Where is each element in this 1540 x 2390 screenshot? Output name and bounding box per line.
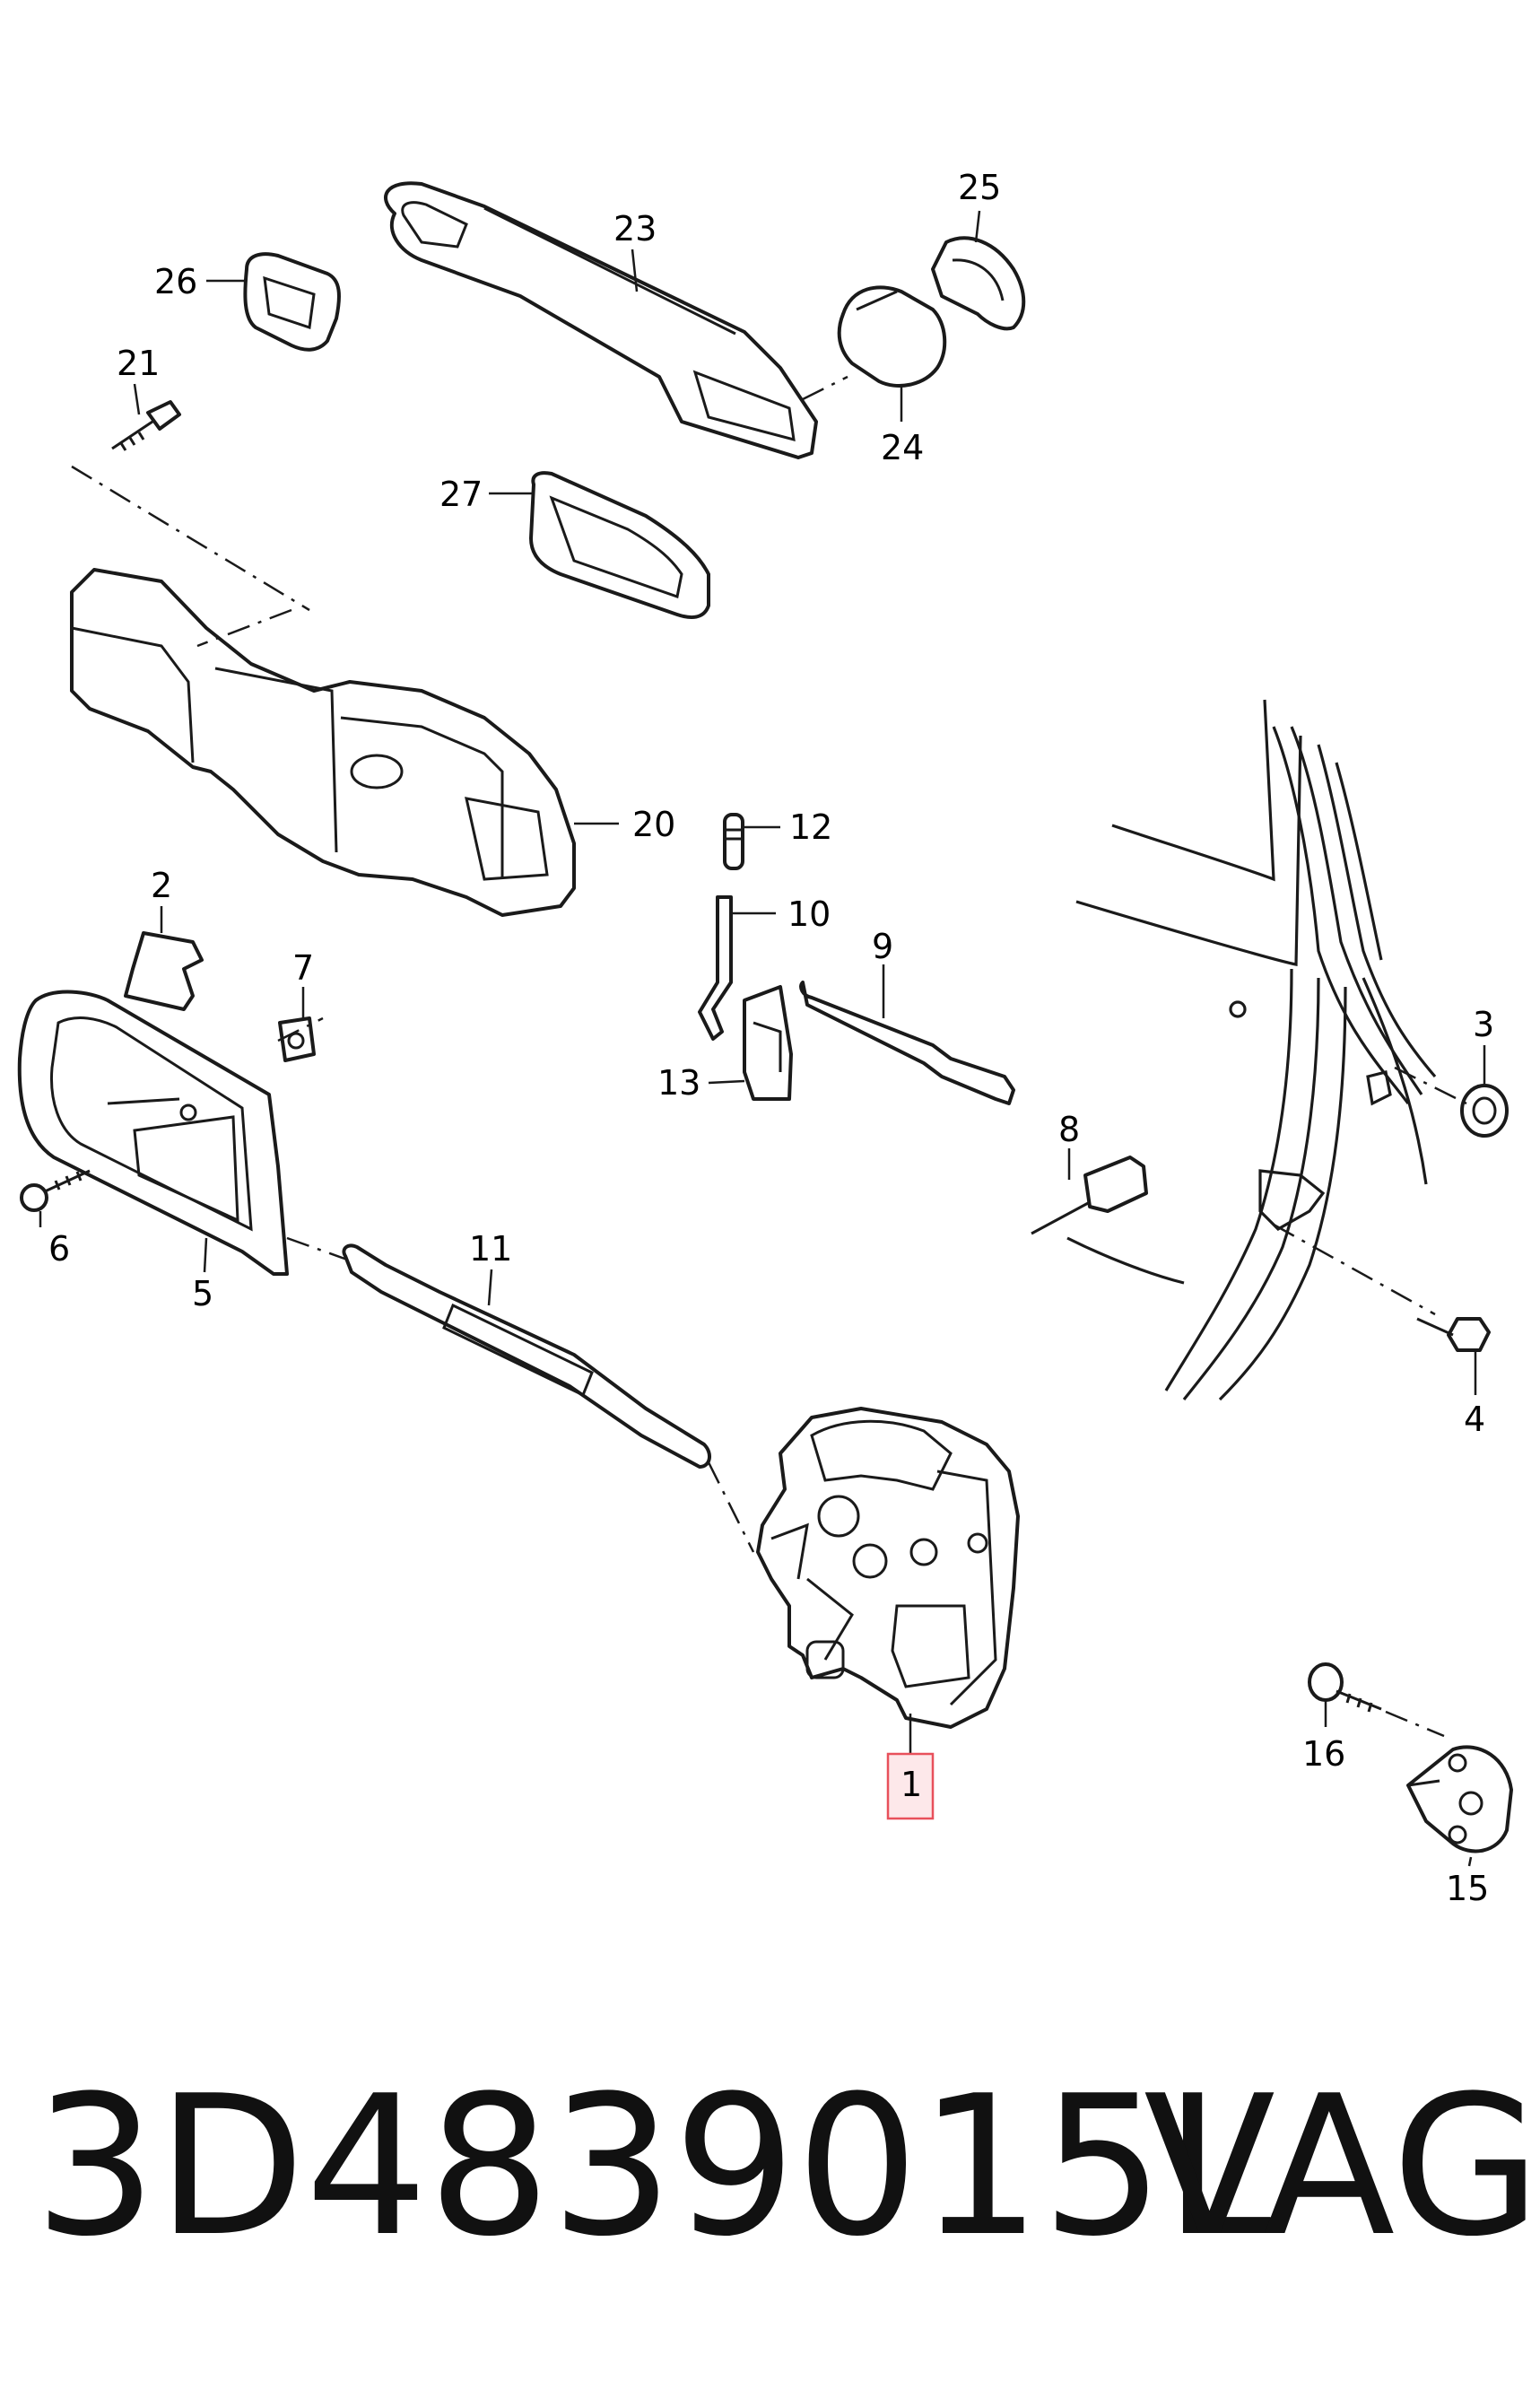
callout-8: 8 — [1058, 1110, 1080, 1149]
callout-11: 12 — [789, 807, 832, 847]
callout-2: 2 — [151, 866, 172, 905]
part-10-rod — [698, 895, 733, 1041]
part-2-clip — [124, 931, 204, 1011]
callout-3: 3 — [1473, 1005, 1494, 1044]
callout-1: 1 — [901, 1765, 922, 1804]
callout-24: 24 — [881, 428, 924, 467]
assembly-line-24 — [802, 375, 848, 401]
part-13-cable — [342, 1243, 711, 1469]
assembly-line-13 — [707, 1461, 755, 1553]
assembly-line-5 — [286, 1236, 351, 1262]
leader-15 — [1467, 1856, 1473, 1867]
callout-7: 7 — [292, 948, 314, 988]
assembly-line-7 — [277, 1016, 324, 1042]
part-15-striker — [1406, 1745, 1513, 1854]
part-12-lever — [743, 985, 793, 1101]
part-23-door-handle — [384, 181, 818, 459]
part-1-door-lock — [756, 1407, 1020, 1729]
part-25-cap-seal — [931, 236, 1026, 331]
leader-21 — [133, 383, 141, 415]
part-5-inner-handle — [17, 990, 289, 1276]
callout-6: 6 — [48, 1229, 70, 1269]
part-24-cap — [837, 285, 947, 388]
part-3-nut — [1460, 1084, 1509, 1138]
highlight-box-1 — [886, 1752, 935, 1820]
callout-27: 27 — [439, 475, 483, 514]
callout-21: 21 — [117, 344, 160, 383]
assembly-line-21 — [71, 465, 310, 612]
callout-5: 5 — [192, 1274, 213, 1313]
part-27-gasket — [529, 471, 710, 619]
part-9-rod — [799, 981, 1015, 1105]
part-26-gasket — [243, 252, 341, 352]
leader-5 — [203, 1237, 208, 1273]
callout-16: 16 — [1302, 1734, 1345, 1774]
leader-25 — [974, 210, 981, 243]
assembly-line-16 — [1385, 1710, 1445, 1738]
callout-4: 4 — [1464, 1400, 1485, 1439]
callout-23: 23 — [613, 209, 657, 249]
callout-25: 25 — [958, 168, 1001, 207]
assembly-line-4 — [1273, 1223, 1436, 1316]
callout-13: 11 — [469, 1229, 512, 1269]
part-8-switch — [1031, 1156, 1148, 1235]
part-7-nut — [278, 1016, 316, 1062]
part-4-screw — [1416, 1317, 1491, 1352]
leader-13 — [487, 1269, 493, 1306]
part-number-label: 3D4839015L — [34, 2054, 1272, 2279]
part-16-screw — [1308, 1662, 1382, 1713]
callout-15: 15 — [1446, 1869, 1489, 1908]
leader-12 — [708, 1079, 745, 1085]
assembly-line-20 — [196, 608, 292, 648]
part-6-screw — [20, 1169, 91, 1212]
callout-9: 9 — [872, 927, 893, 966]
door-frame-body — [1066, 699, 1437, 1401]
part-21-screw — [111, 400, 181, 451]
callout-20: 20 — [632, 805, 675, 844]
part-20-handle-carrier — [70, 568, 576, 917]
leader-23 — [631, 249, 639, 292]
callout-12: 13 — [657, 1063, 700, 1103]
callout-10: 10 — [787, 894, 831, 934]
part-11-pin — [723, 813, 744, 870]
assembly-line-3 — [1394, 1066, 1467, 1105]
callout-26: 26 — [154, 262, 197, 301]
brand-label: VAG — [1144, 2054, 1540, 2279]
